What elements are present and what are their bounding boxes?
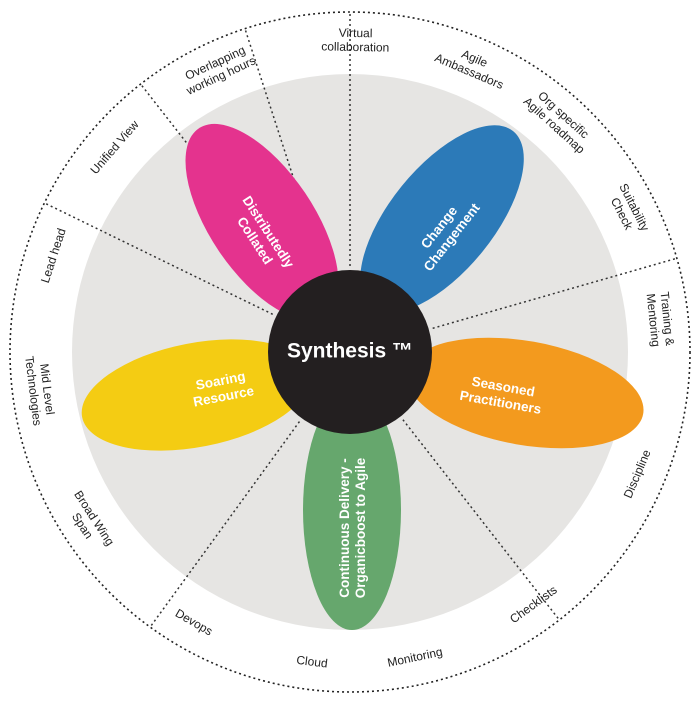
outer-label-line: collaboration	[321, 39, 389, 54]
petal-shape	[360, 125, 524, 313]
petal-shape	[303, 390, 401, 630]
center-label: Synthesis ™	[287, 340, 413, 363]
outer-label-line: Virtual	[339, 26, 373, 41]
outer-label-line: Unified View	[87, 117, 141, 177]
outer-label-line: Cloud	[296, 653, 329, 671]
petal-seasoned-practitioners: SeasonedPractitioners	[406, 337, 644, 449]
divider-line	[432, 257, 678, 330]
outer-label-broad-wing-span: Broad WingSpan	[59, 488, 117, 556]
outer-label-monitoring: Monitoring	[386, 645, 444, 670]
petal-shape	[185, 123, 339, 321]
petal-continuous-delivery: Continuous Delivery -Organicboost to Agi…	[303, 390, 401, 630]
outer-label-line: Mid Level	[37, 363, 57, 416]
outer-label-line: Training &	[657, 291, 677, 346]
outer-label-checklists: Checklists	[507, 583, 559, 626]
outer-label-virtual-collaboration: Virtualcollaboration	[321, 25, 390, 54]
petal-label: Continuous Delivery -Organicboost to Agi…	[337, 457, 368, 598]
outer-label-lead-head: Lead head	[38, 226, 69, 284]
petal-label-line: Continuous Delivery -	[337, 458, 352, 598]
outer-label-line: Lead head	[38, 226, 69, 284]
petal-soaring-resource: SoaringResource	[81, 339, 311, 451]
outer-label-discipline: Discipline	[621, 447, 654, 500]
petal-shape	[81, 339, 311, 451]
outer-label-suitability-check: SuitabilityCheck	[604, 181, 652, 239]
center-circle	[268, 270, 432, 434]
outer-label-line: Discipline	[621, 447, 654, 500]
outer-label-line: Mentoring	[644, 293, 664, 348]
divider-line	[44, 202, 274, 315]
outer-dotted-ring	[9, 11, 691, 693]
outer-label-training-mentoring: Training &Mentoring	[644, 291, 678, 348]
divider-line	[402, 419, 560, 621]
petal-label-line: Organicboost to Agile	[353, 457, 368, 598]
outer-label-devops: Devops	[173, 606, 215, 638]
outer-label-line: Checklists	[507, 583, 559, 626]
outer-label-overlapping-working-hours: Overlappingworking hours	[177, 41, 257, 98]
petal-change-changement: ChangeChangement	[360, 125, 524, 313]
outer-label-mid-level-technologies: Mid LevelTechnologies	[22, 354, 58, 427]
divider-lines	[44, 12, 678, 628]
divider-line	[244, 28, 325, 271]
petal-shape	[406, 337, 644, 449]
outer-label-line: Devops	[173, 606, 215, 638]
outer-label-cloud: Cloud	[296, 653, 329, 671]
outer-label-unified-view: Unified View	[87, 117, 141, 177]
divider-line	[149, 421, 301, 628]
petal-distributedly-collated: DistributedlyCollated	[185, 123, 339, 321]
outer-label-line: Monitoring	[386, 645, 444, 670]
